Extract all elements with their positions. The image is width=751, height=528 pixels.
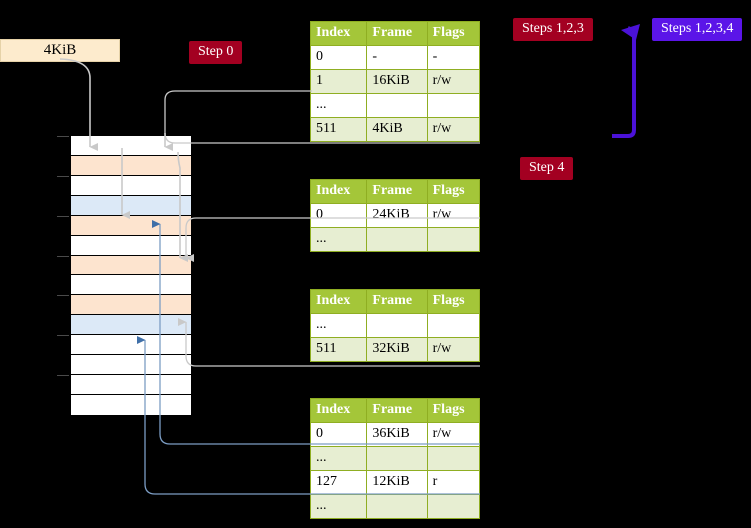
memory-tick-mark (57, 335, 69, 337)
cell-index: ... (309, 494, 368, 519)
cell-flags (426, 313, 481, 338)
memory-tick-mark (57, 215, 69, 217)
cell-index: 127 (309, 470, 368, 495)
table-row: 0-- (309, 45, 481, 70)
table-row: ... (309, 446, 481, 471)
memory-frame-row (71, 155, 191, 176)
wire-memlabel-to-grid (59, 58, 98, 151)
column-header-index: Index (309, 21, 368, 46)
cell-frame: 36KiB (366, 422, 428, 447)
cell-flags (426, 227, 481, 252)
cell-index: 0 (309, 422, 368, 447)
cell-frame: - (366, 45, 428, 70)
step4-badge: Step 4 (520, 157, 574, 180)
column-header-flags: Flags (426, 21, 481, 46)
steps1234-badge: Steps 1,2,3,4 (652, 18, 743, 41)
cell-flags: r/w (426, 337, 481, 362)
memory-tick-mark (57, 255, 69, 257)
cell-frame (366, 313, 428, 338)
steps1234-label: Steps 1,2,3,4 (661, 21, 734, 36)
memory-size-label: 4KiB (0, 39, 120, 62)
cell-index: 0 (309, 203, 368, 228)
column-header-frame: Frame (366, 21, 428, 46)
memory-grid-divider (173, 151, 174, 415)
column-header-frame: Frame (366, 179, 428, 204)
memory-tick-mark (57, 175, 69, 177)
cell-frame: 24KiB (366, 203, 428, 228)
column-header-frame: Frame (366, 289, 428, 314)
memory-tick-mark (57, 295, 69, 297)
memory-tick-mark (57, 375, 69, 377)
cell-flags (426, 446, 481, 471)
column-header-index: Index (309, 289, 368, 314)
cell-frame: 32KiB (366, 337, 428, 362)
memory-frame-row (71, 136, 191, 156)
cell-frame: 16KiB (366, 69, 428, 94)
step4-label: Step 4 (529, 160, 565, 175)
column-header-flags: Flags (426, 179, 481, 204)
cell-flags: r/w (426, 422, 481, 447)
wire-grid-to-t1-row0 (190, 62, 312, 143)
cell-index: ... (309, 446, 368, 471)
column-header-frame: Frame (366, 398, 428, 423)
table-row: ... (309, 227, 481, 252)
cell-frame (366, 494, 428, 519)
steps-bracket-arrow (612, 24, 640, 138)
cell-frame: 12KiB (366, 470, 428, 495)
memory-size-text: 4KiB (43, 42, 77, 58)
cell-frame (366, 93, 428, 118)
column-header-flags: Flags (426, 289, 481, 314)
cell-flags: r/w (426, 69, 481, 94)
memory-grid-divider (123, 136, 124, 415)
column-header-flags: Flags (426, 398, 481, 423)
steps123-badge: Steps 1,2,3 (513, 18, 593, 41)
memory-tick-mark (57, 136, 69, 137)
steps123-label: Steps 1,2,3 (522, 21, 584, 36)
table-row: ... (309, 313, 481, 338)
cell-frame (366, 446, 428, 471)
cell-index: 511 (309, 117, 368, 142)
cell-flags: r/w (426, 117, 481, 142)
cell-frame (366, 227, 428, 252)
physical-memory-grid (57, 135, 192, 416)
step0-label: Step 0 (198, 44, 234, 59)
column-header-index: Index (309, 398, 368, 423)
memory-frame-row (71, 195, 191, 216)
memory-frame-row (71, 175, 191, 196)
cell-index: 511 (309, 337, 368, 362)
cell-flags: r/w (426, 203, 481, 228)
table-row: ... (309, 93, 481, 118)
step0-badge: Step 0 (189, 41, 243, 64)
cell-index: 0 (309, 45, 368, 70)
cell-frame: 4KiB (366, 117, 428, 142)
memory-grid-divider (156, 271, 157, 415)
cell-flags (426, 494, 481, 519)
cell-index: 1 (309, 69, 368, 94)
cell-flags (426, 93, 481, 118)
column-header-index: Index (309, 179, 368, 204)
cell-index: ... (309, 93, 368, 118)
cell-index: ... (309, 313, 368, 338)
cell-index: ... (309, 227, 368, 252)
cell-flags: - (426, 45, 481, 70)
table-row: ... (309, 494, 481, 519)
cell-flags: r (426, 470, 481, 495)
